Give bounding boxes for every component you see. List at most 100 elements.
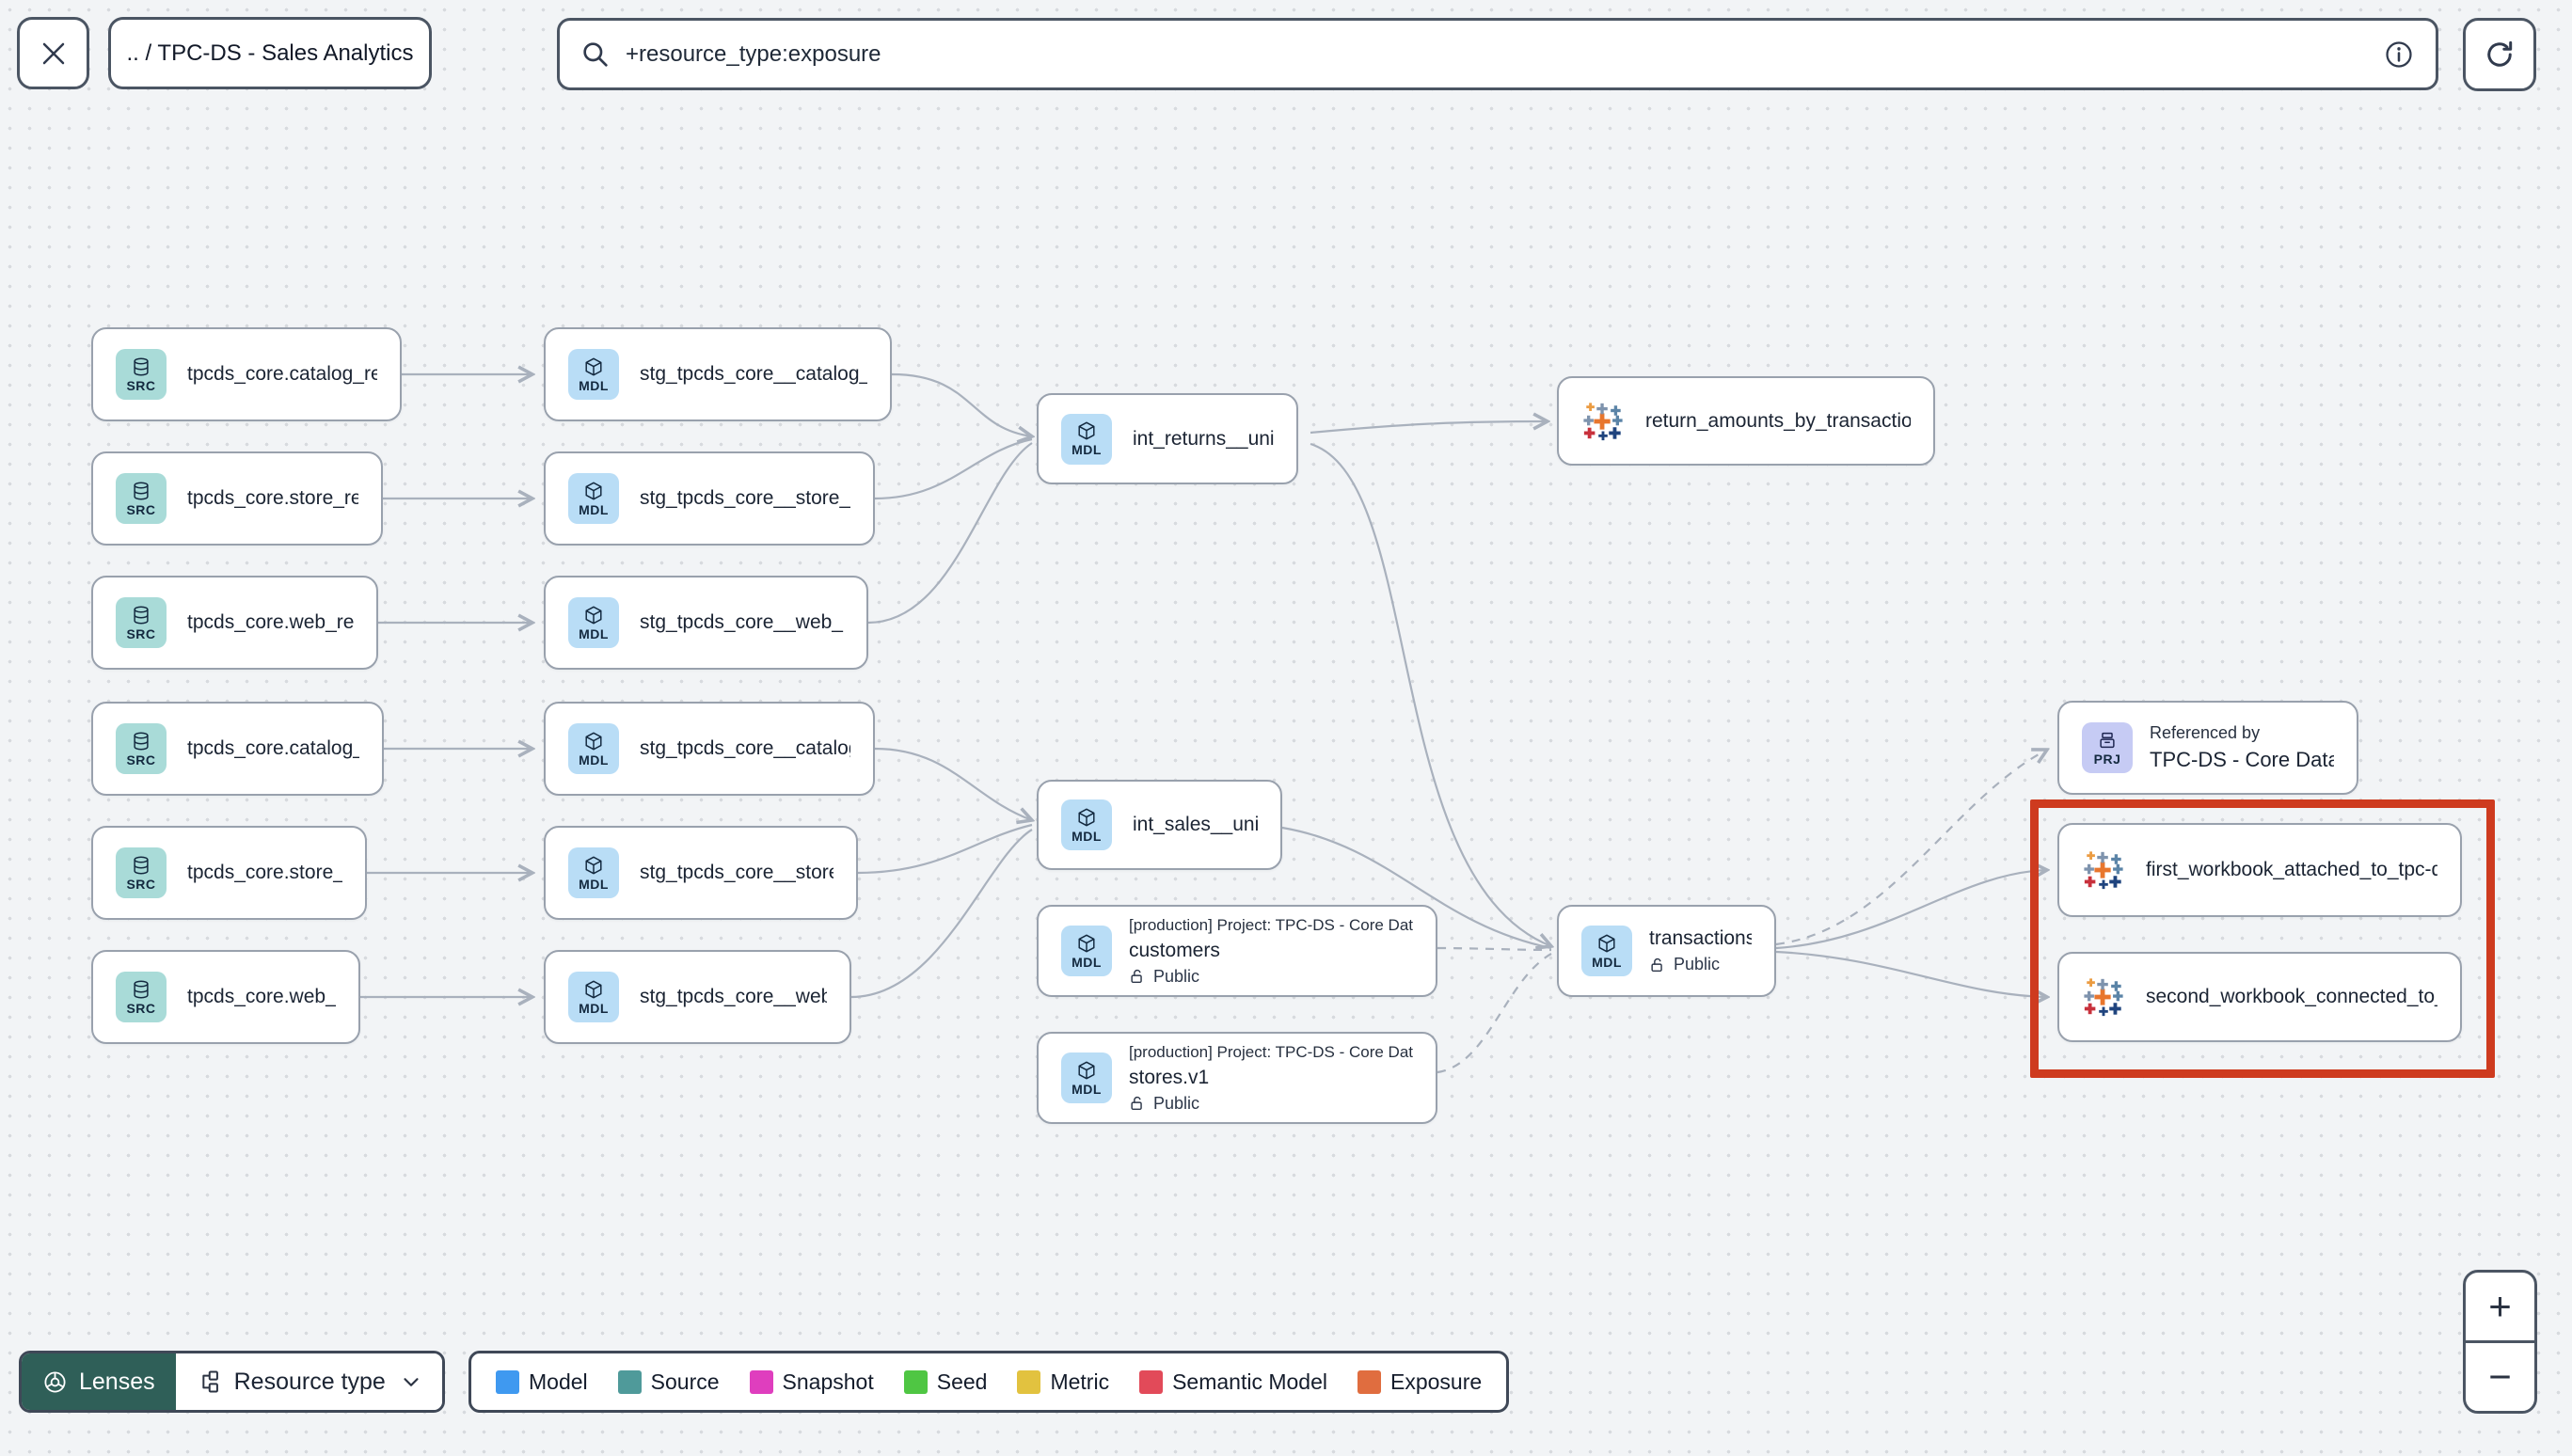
source-badge: SRC — [116, 473, 167, 524]
node-label: tpcds_core.web_returns — [187, 611, 354, 633]
cube-icon — [1076, 933, 1097, 954]
source-badge: SRC — [116, 597, 167, 648]
node-tpcds-core-web-returns[interactable]: SRC tpcds_core.web_returns — [91, 576, 378, 670]
node-tpcds-core-store-returns[interactable]: SRC tpcds_core.store_returns — [91, 451, 383, 546]
cube-icon — [1596, 933, 1617, 954]
node-label: stg_tpcds_core__catalog_sales — [640, 737, 850, 759]
info-icon[interactable] — [2383, 39, 2415, 71]
lock-open-icon — [1649, 957, 1666, 973]
node-label: tpcds_core.web_sales — [187, 986, 336, 1007]
search-input[interactable]: +resource_type:exposure — [626, 40, 881, 67]
model-badge: MDL — [568, 349, 619, 400]
node-label: stg_tpcds_core__store_returns — [640, 487, 850, 509]
node-project-context: [production] Project: TPC-DS - Core Data… — [1129, 915, 1413, 934]
legend-item-semantic-model: Semantic Model — [1139, 1369, 1327, 1395]
cube-icon — [583, 979, 604, 1000]
tableau-icon — [2082, 975, 2125, 1019]
project-badge: PRJ — [2082, 722, 2133, 773]
cube-icon — [583, 356, 604, 377]
node-transactions[interactable]: MDL transactions Public — [1557, 905, 1776, 997]
referenced-by-title: Referenced by — [2150, 723, 2261, 742]
node-stg-catalog-sales[interactable]: MDL stg_tpcds_core__catalog_sales — [544, 702, 875, 796]
legend-swatch — [749, 1369, 773, 1394]
model-badge: MDL — [568, 597, 619, 648]
breadcrumb[interactable]: .. / TPC-DS - Sales Analytics — [108, 17, 432, 89]
aperture-icon — [44, 1370, 66, 1393]
cube-icon — [1076, 420, 1097, 441]
node-tpcds-core-catalog-sales[interactable]: SRC tpcds_core.catalog_sales — [91, 702, 384, 796]
node-tpcds-core-store-sales[interactable]: SRC tpcds_core.store_sales — [91, 826, 367, 920]
zoom-out-button[interactable]: − — [2488, 1354, 2512, 1399]
node-label: return_amounts_by_transaction_type — [1645, 409, 1911, 432]
node-label: tpcds_core.store_sales — [187, 862, 342, 883]
legend-swatch — [903, 1369, 928, 1394]
node-workbook-first[interactable]: first_workbook_attached_to_tpc-ds_-_… — [2057, 823, 2462, 917]
node-label: first_workbook_attached_to_tpc-ds_-_… — [2146, 859, 2437, 880]
close-icon — [42, 42, 64, 64]
node-stg-store-returns[interactable]: MDL stg_tpcds_core__store_returns — [544, 451, 875, 546]
node-int-sales-unioned[interactable]: MDL int_sales__unioned — [1037, 780, 1282, 870]
node-stg-web-returns[interactable]: MDL stg_tpcds_core__web_returns — [544, 576, 868, 670]
lenses-button[interactable]: Lenses — [22, 1353, 176, 1410]
node-label: int_returns__unioned — [1133, 427, 1274, 450]
lock-open-icon — [1129, 1095, 1146, 1112]
node-label: customers — [1129, 939, 1220, 961]
model-badge: MDL — [568, 473, 619, 524]
node-access: Public — [1129, 967, 1413, 987]
node-stores-v1[interactable]: MDL [production] Project: TPC-DS - Core … — [1037, 1032, 1437, 1124]
legend-item-snapshot: Snapshot — [749, 1369, 874, 1395]
legend-item-exposure: Exposure — [1357, 1369, 1482, 1395]
model-badge: MDL — [568, 972, 619, 1022]
cube-icon — [1076, 807, 1097, 828]
node-label: TPC-DS - Core Data Models — [2150, 748, 2334, 771]
source-badge: SRC — [116, 972, 167, 1022]
search-bar[interactable]: +resource_type:exposure — [557, 18, 2438, 90]
database-icon — [131, 356, 151, 377]
cube-icon — [583, 605, 604, 625]
refresh-icon — [2487, 40, 2513, 67]
node-customers[interactable]: MDL [production] Project: TPC-DS - Core … — [1037, 905, 1437, 997]
node-tpcds-core-catalog-returns[interactable]: SRC tpcds_core.catalog_returns — [91, 327, 402, 421]
source-badge: SRC — [116, 349, 167, 400]
refresh-button[interactable] — [2463, 18, 2536, 91]
model-badge: MDL — [568, 847, 619, 898]
chevron-down-icon — [404, 1378, 419, 1386]
node-access: Public — [1649, 955, 1752, 974]
search-icon — [583, 41, 608, 67]
lock-open-icon — [1129, 968, 1146, 985]
legend-item-model: Model — [496, 1369, 588, 1395]
close-button[interactable] — [17, 17, 89, 89]
node-stg-web-sales[interactable]: MDL stg_tpcds_core__web_sales — [544, 950, 851, 1044]
legend-swatch — [617, 1369, 642, 1394]
breadcrumb-label: .. / TPC-DS - Sales Analytics — [126, 40, 414, 66]
zoom-controls: + − — [2463, 1270, 2537, 1414]
zoom-in-button[interactable]: + — [2466, 1273, 2534, 1343]
database-icon — [131, 605, 151, 625]
node-access: Public — [1129, 1094, 1413, 1114]
node-int-returns-unioned[interactable]: MDL int_returns__unioned — [1037, 393, 1298, 484]
node-label: int_sales__unioned — [1133, 814, 1258, 835]
database-icon — [131, 979, 151, 1000]
node-referenced-by-project[interactable]: PRJ Referenced by TPC-DS - Core Data Mod… — [2057, 701, 2358, 795]
node-label: second_workbook_connected_to_live… — [2146, 986, 2437, 1007]
node-tpcds-core-web-sales[interactable]: SRC tpcds_core.web_sales — [91, 950, 360, 1044]
project-icon — [2097, 730, 2118, 751]
resource-type-dropdown[interactable]: Resource type — [175, 1353, 442, 1410]
legend-swatch — [1357, 1369, 1381, 1394]
source-badge: SRC — [116, 847, 167, 898]
resource-type-legend: Model Source Snapshot Seed Metric Semant… — [468, 1351, 1510, 1413]
node-exposure-return-amounts[interactable]: return_amounts_by_transaction_type — [1557, 376, 1935, 466]
cube-icon — [1076, 1060, 1097, 1081]
model-badge: MDL — [568, 723, 619, 774]
legend-swatch — [496, 1369, 519, 1394]
node-stg-store-sales[interactable]: MDL stg_tpcds_core__store_sales — [544, 826, 858, 920]
database-icon — [131, 731, 151, 752]
node-stg-catalog-returns[interactable]: MDL stg_tpcds_core__catalog_returns — [544, 327, 892, 421]
lenses-label: Lenses — [79, 1368, 155, 1395]
legend-item-metric: Metric — [1017, 1369, 1109, 1395]
node-label: stg_tpcds_core__store_sales — [640, 862, 834, 883]
model-badge: MDL — [1061, 799, 1112, 850]
node-workbook-second[interactable]: second_workbook_connected_to_live… — [2057, 952, 2462, 1042]
node-label: transactions — [1649, 927, 1752, 949]
